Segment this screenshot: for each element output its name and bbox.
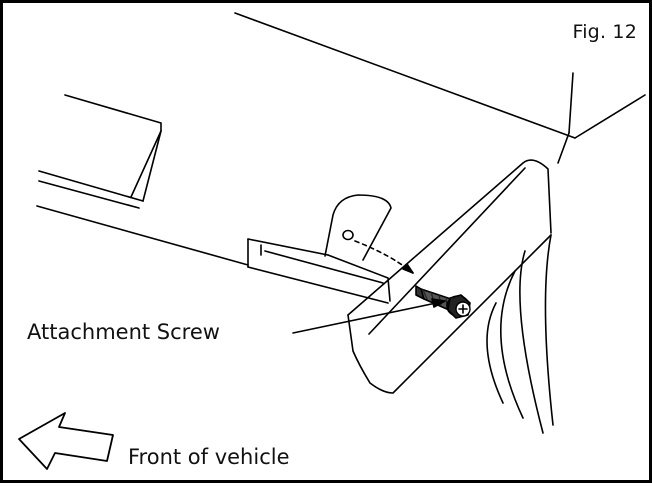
callout-leader-line [292, 301, 442, 334]
body-panel-lines [234, 12, 646, 164]
front-of-vehicle-label: Front of vehicle [128, 445, 290, 469]
installation-illustration [18, 12, 646, 470]
alignment-dashed-line [354, 240, 414, 274]
figure-label: Fig. 12 [572, 21, 637, 43]
left-arrow-outline-icon [18, 412, 114, 470]
attachment-screw-label: Attachment Screw [27, 320, 220, 344]
side-panel [347, 159, 554, 434]
mounting-tab [324, 194, 392, 261]
rail-bracket [36, 94, 391, 304]
callout-arrowhead [431, 298, 446, 308]
